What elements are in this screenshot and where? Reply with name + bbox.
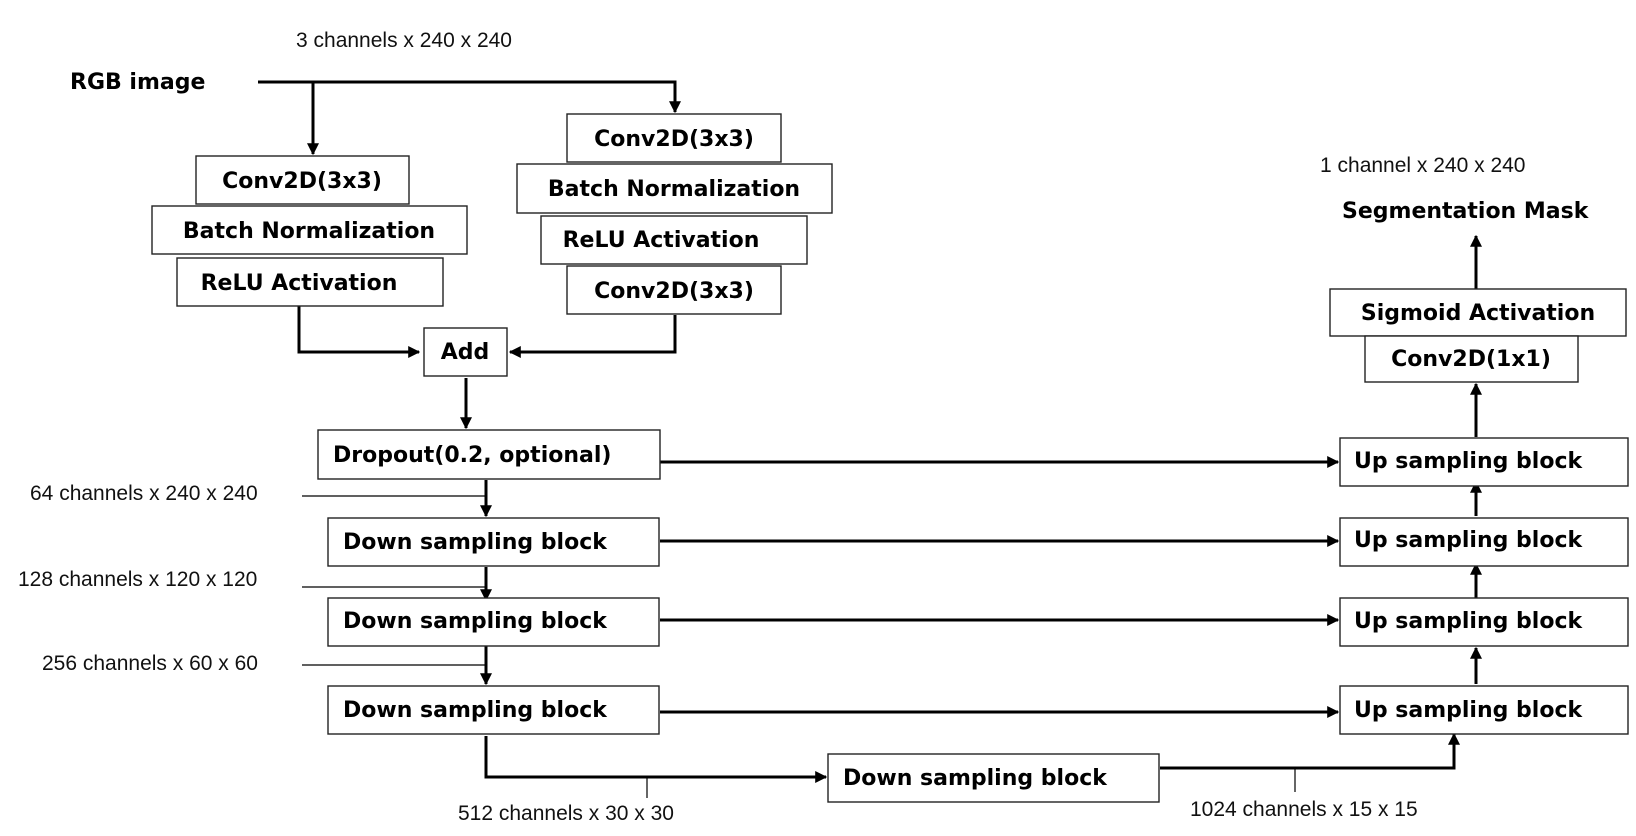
arrow-left-branch-to-add xyxy=(297,305,421,358)
arrow-bottleneck-to-up4 xyxy=(1160,732,1460,770)
svg-text:Sigmoid Activation: Sigmoid Activation xyxy=(1361,301,1595,326)
sigmoid-box: Sigmoid Activation xyxy=(1329,288,1627,337)
svg-text:Up sampling block: Up sampling block xyxy=(1354,528,1583,553)
svg-text:ReLU Activation: ReLU Activation xyxy=(201,271,398,296)
svg-text:Dropout(0.2, optional): Dropout(0.2, optional) xyxy=(333,443,611,468)
up-block-4: Up sampling block xyxy=(1339,685,1629,735)
svg-text:Conv2D(3x3): Conv2D(3x3) xyxy=(594,279,754,304)
svg-text:Conv2D(3x3): Conv2D(3x3) xyxy=(594,127,754,152)
arrow-input-to-left-conv xyxy=(258,80,319,156)
right-conv-box-1: Conv2D(3x3) xyxy=(566,113,782,163)
svg-text:Batch Normalization: Batch Normalization xyxy=(548,177,800,202)
svg-text:Add: Add xyxy=(441,340,490,365)
conv1x1-box: Conv2D(1x1) xyxy=(1364,335,1579,383)
svg-text:Up sampling block: Up sampling block xyxy=(1354,609,1583,634)
dim-1024: 1024 channels x 15 x 15 xyxy=(1190,798,1418,821)
dim-256: 256 channels x 60 x 60 xyxy=(42,652,258,675)
up-block-2: Up sampling block xyxy=(1339,517,1629,567)
down-block-1: Down sampling block xyxy=(327,517,660,567)
down-block-3: Down sampling block xyxy=(327,685,660,735)
svg-text:Batch Normalization: Batch Normalization xyxy=(183,219,435,244)
svg-text:Down sampling block: Down sampling block xyxy=(343,530,608,555)
svg-text:Conv2D(1x1): Conv2D(1x1) xyxy=(1391,347,1551,372)
output-label: Segmentation Mask xyxy=(1342,199,1590,224)
connectors xyxy=(258,80,1482,798)
left-relu-box: ReLU Activation xyxy=(176,257,444,307)
dim-64: 64 channels x 240 x 240 xyxy=(30,482,258,505)
dim-output: 1 channel x 240 x 240 xyxy=(1320,154,1526,177)
bottleneck-block: Down sampling block xyxy=(827,753,1160,803)
right-conv-box-2: Conv2D(3x3) xyxy=(566,265,782,315)
right-relu-box: ReLU Activation xyxy=(540,215,808,265)
svg-text:Down sampling block: Down sampling block xyxy=(343,609,608,634)
arrow-right-branch-to-add xyxy=(508,315,677,358)
left-conv-box: Conv2D(3x3) xyxy=(195,155,410,205)
svg-text:Up sampling block: Up sampling block xyxy=(1354,449,1583,474)
dim-input: 3 channels x 240 x 240 xyxy=(296,29,512,52)
up-block-1: Up sampling block xyxy=(1339,437,1629,487)
input-label: RGB image xyxy=(70,70,205,95)
down-block-2: Down sampling block xyxy=(327,597,660,647)
right-batchnorm-box: Batch Normalization xyxy=(516,163,833,214)
dim-128: 128 channels x 120 x 120 xyxy=(18,568,257,591)
dim-512: 512 channels x 30 x 30 xyxy=(458,802,674,825)
dropout-box: Dropout(0.2, optional) xyxy=(317,429,661,480)
svg-text:Down sampling block: Down sampling block xyxy=(343,698,608,723)
svg-text:Up sampling block: Up sampling block xyxy=(1354,698,1583,723)
svg-text:ReLU Activation: ReLU Activation xyxy=(563,228,760,253)
left-batchnorm-box: Batch Normalization xyxy=(151,205,468,255)
add-box: Add xyxy=(423,327,508,377)
arrow-input-to-right-conv xyxy=(313,80,681,114)
up-block-3: Up sampling block xyxy=(1339,597,1629,647)
svg-text:Conv2D(3x3): Conv2D(3x3) xyxy=(222,169,382,194)
arrow-down3-to-bottleneck xyxy=(484,736,828,783)
svg-text:Down sampling block: Down sampling block xyxy=(843,766,1108,791)
